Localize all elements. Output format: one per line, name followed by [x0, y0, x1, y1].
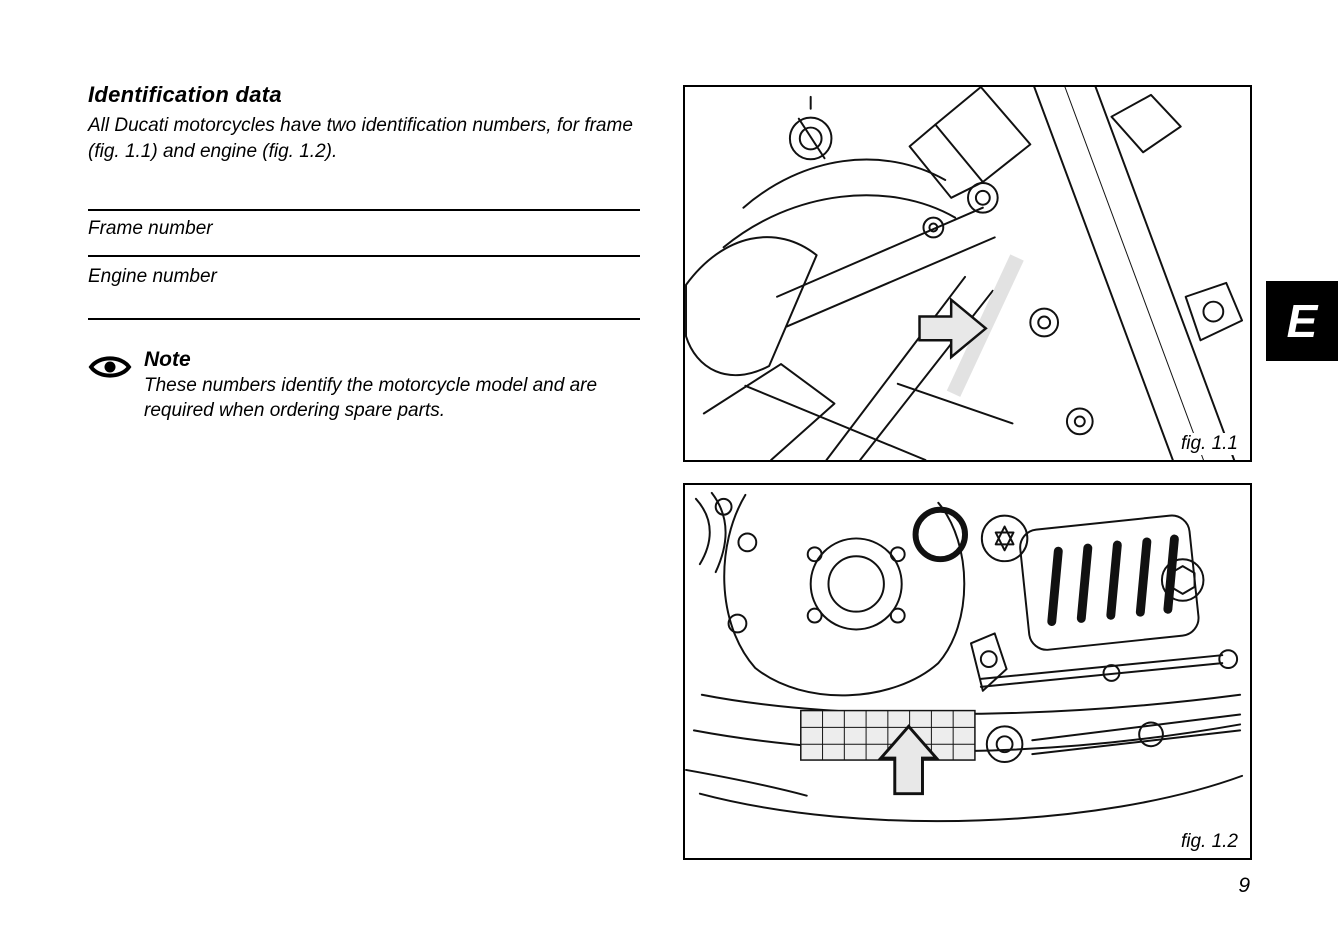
frame-number-drawing	[685, 87, 1244, 460]
eye-icon	[88, 346, 132, 400]
page-number: 9	[1238, 874, 1250, 897]
intro-paragraph: All Ducati motorcycles have two identifi…	[88, 115, 633, 162]
id-plate-highlight	[946, 254, 1024, 397]
figure-1-1-frame-number: fig. 1.1	[683, 85, 1252, 462]
section-heading: Identification data	[88, 82, 282, 107]
note-title: Note	[144, 348, 191, 371]
identification-fields: Frame number Engine number	[88, 209, 640, 320]
divider-line	[88, 209, 640, 211]
divider-line	[88, 318, 640, 320]
frame-number-label: Frame number	[88, 218, 213, 239]
engine-number-drawing	[685, 491, 1244, 823]
main-text-column: Identification data All Ducati motorcycl…	[88, 82, 640, 423]
engine-number-arrow-icon	[877, 724, 940, 796]
figure-1-1-caption: fig. 1.1	[1174, 433, 1238, 455]
figure-1-2-caption: fig. 1.2	[1174, 831, 1238, 853]
note-block: Note These numbers identify the motorcyc…	[88, 346, 640, 423]
frame-number-arrow-icon	[918, 297, 988, 360]
note-body: These numbers identify the motorcycle mo…	[144, 375, 598, 421]
engine-number-label: Engine number	[88, 266, 217, 287]
section-tab-e: E	[1266, 281, 1338, 361]
divider-line	[88, 255, 640, 257]
figure-1-2-engine-number: fig. 1.2	[683, 483, 1252, 860]
